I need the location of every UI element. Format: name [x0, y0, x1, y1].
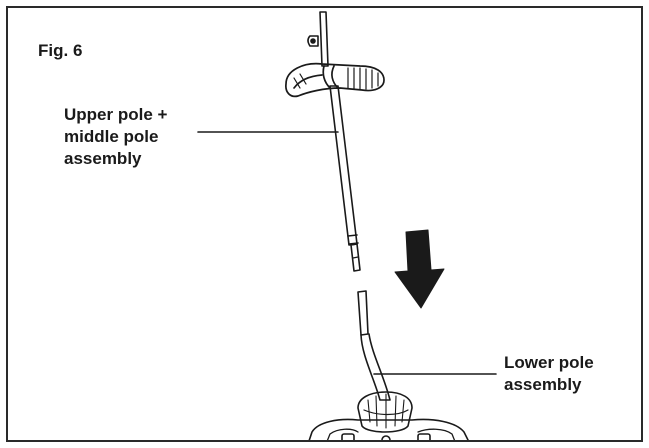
upper-callout-line-2: middle pole [64, 127, 159, 146]
figure-frame: Fig. 6 Upper pole + middle pole assembly… [6, 6, 643, 442]
lower-callout-line-1: Lower pole [504, 353, 594, 372]
upper-pole-top [319, 11, 329, 67]
lower-pole-callout: Lower pole assembly [504, 352, 594, 396]
lower-callout-line-2: assembly [504, 375, 582, 394]
upper-callout-line-3: assembly [64, 149, 142, 168]
figure-label: Fig. 6 [38, 41, 83, 60]
lower-pole-top [357, 290, 369, 336]
assembly-illustration [197, 11, 497, 440]
lower-collar [357, 391, 413, 433]
lower-pole-assembly [308, 290, 469, 440]
upper-pole-callout: Upper pole + middle pole assembly [64, 104, 167, 170]
upper-pole-end [350, 243, 361, 272]
lower-pole-neck [360, 333, 391, 401]
base-housing [308, 418, 469, 440]
upper-pole-assembly [307, 11, 361, 272]
handle [285, 62, 385, 98]
direction-arrow [394, 229, 445, 309]
upper-callout-line-1: Upper pole + [64, 105, 168, 124]
middle-pole [329, 85, 358, 246]
pole-clip [307, 35, 319, 47]
